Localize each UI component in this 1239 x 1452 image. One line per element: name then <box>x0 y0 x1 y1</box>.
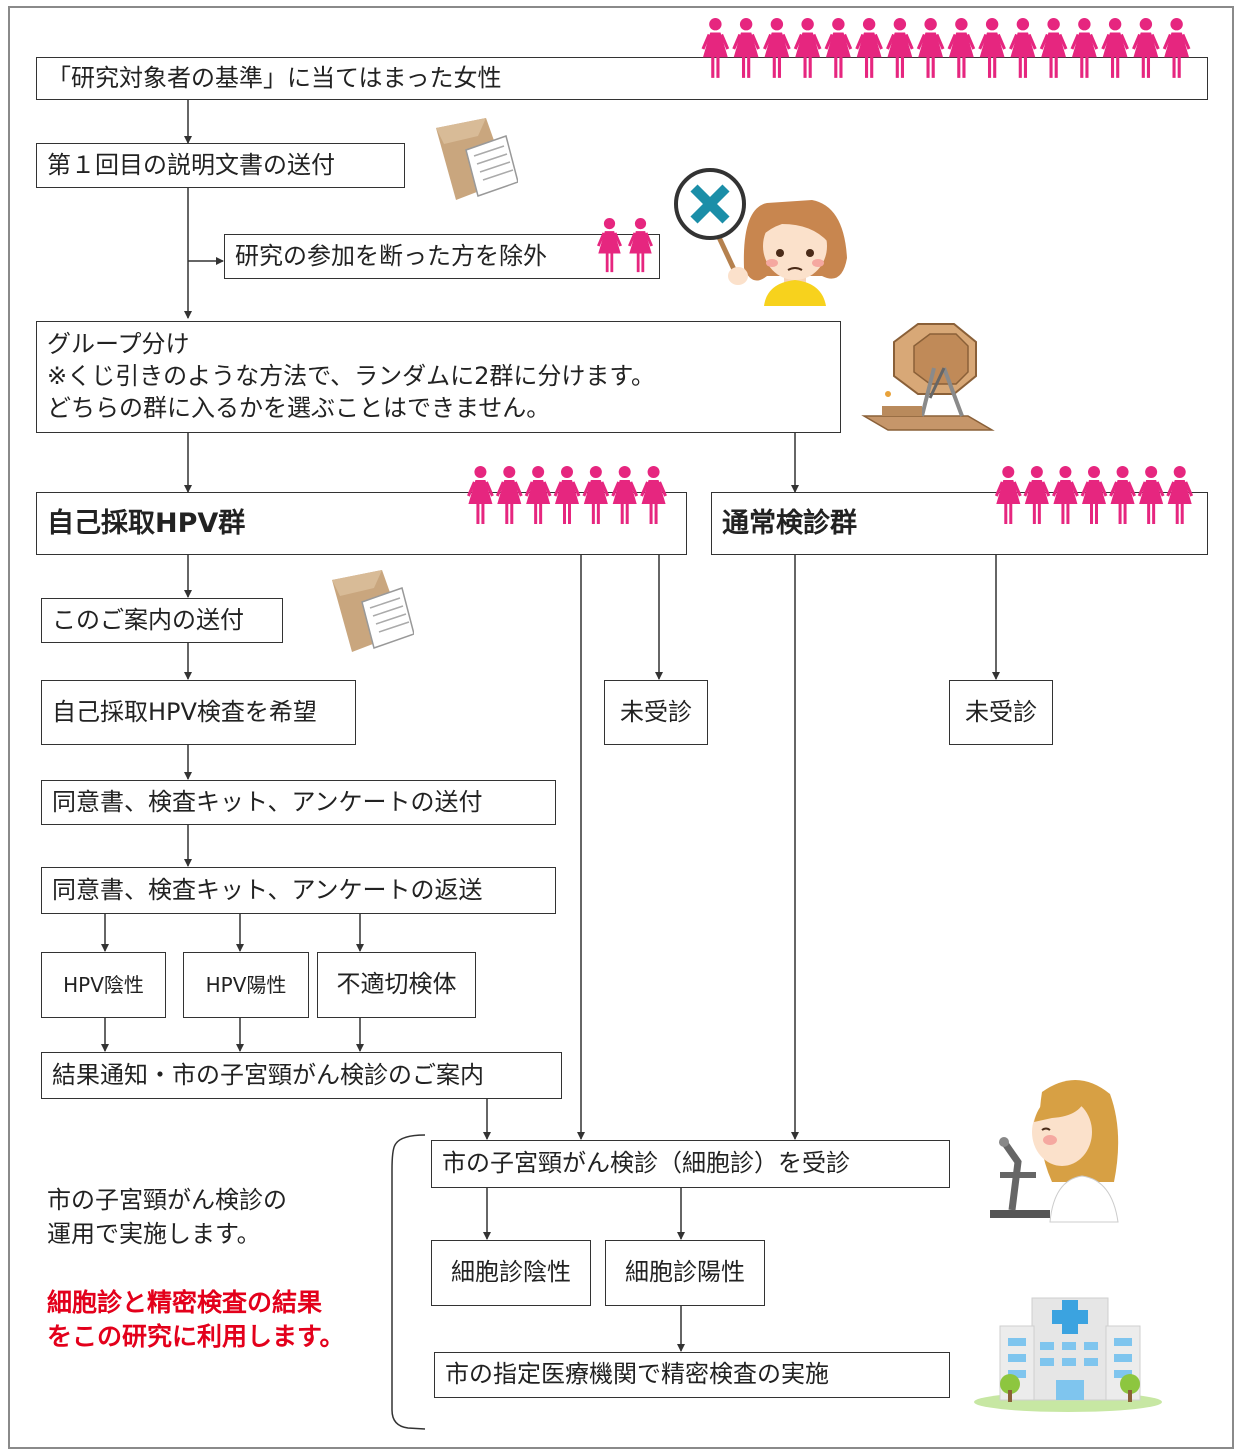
woman-icon <box>994 466 1022 524</box>
return-kit-box: 同意書、検査キット、アンケートの返送 <box>41 867 556 914</box>
woman-icon <box>553 466 581 524</box>
woman-icon <box>1132 18 1160 78</box>
woman-icon <box>582 466 610 524</box>
woman-icon <box>1101 18 1129 78</box>
woman-icon <box>793 18 822 78</box>
women-group-7-self <box>467 466 667 524</box>
first-document-box: 第１回目の説明文書の送付 <box>36 143 405 188</box>
woman-icon <box>1137 466 1165 524</box>
no-visit-box-2: 未受診 <box>949 680 1053 745</box>
grouping-line-3: どちらの群に入るかを選ぶことはできません。 <box>47 394 551 422</box>
woman-icon <box>1039 18 1068 78</box>
woman-icon <box>916 18 945 78</box>
envelope-document-icon-2 <box>332 570 414 652</box>
woman-icon <box>978 18 1006 78</box>
women-group-16 <box>701 18 1191 78</box>
usage-note-line-2: をこの研究に利用します。 <box>47 1322 345 1351</box>
usage-note-line-1: 細胞診と精密検査の結果 <box>47 1288 323 1317</box>
woman-icon <box>1070 18 1099 78</box>
woman-icon <box>732 18 760 78</box>
send-guide-box: このご案内の送付 <box>41 598 283 643</box>
lottery-drum-icon <box>861 323 995 431</box>
grouping-line-1: グループ分け <box>47 330 190 358</box>
woman-icon <box>824 18 853 78</box>
woman-icon <box>763 18 791 78</box>
improper-sample-box: 不適切検体 <box>317 952 476 1018</box>
cytology-positive-box: 細胞診陽性 <box>605 1240 765 1306</box>
woman-icon <box>597 218 622 273</box>
woman-icon <box>701 18 730 78</box>
send-kit-box: 同意書、検査キット、アンケートの送付 <box>41 780 556 825</box>
hpv-negative-box: HPV陰性 <box>41 952 166 1018</box>
detailed-exam-box: 市の指定医療機関で精密検査の実施 <box>434 1352 950 1398</box>
woman-icon <box>1109 466 1136 524</box>
woman-icon <box>947 18 976 78</box>
woman-icon <box>524 466 552 524</box>
woman-icon <box>1080 466 1108 524</box>
wish-test-box: 自己採取HPV検査を希望 <box>41 680 356 745</box>
woman-icon <box>1023 466 1051 524</box>
operation-note-line-1: 市の子宮頸がん検診の <box>47 1186 287 1214</box>
woman-icon <box>640 466 667 524</box>
woman-icon <box>886 18 914 78</box>
woman-icon <box>1052 466 1079 524</box>
women-group-7-normal <box>994 466 1194 524</box>
women-group-2 <box>597 218 653 273</box>
cytology-negative-box: 細胞診陰性 <box>431 1240 591 1306</box>
criteria-box: 「研究対象者の基準」に当てはまった女性 <box>36 57 1208 100</box>
woman-icon <box>1009 18 1037 78</box>
no-visit-box-1: 未受診 <box>604 680 708 745</box>
woman-icon <box>467 466 494 524</box>
doctor-microscope-icon <box>990 1079 1119 1223</box>
grouping-line-2: ※くじ引きのような方法で、ランダムに2群に分けます。 <box>47 362 656 390</box>
exclude-box: 研究の参加を断った方を除外 <box>224 234 660 279</box>
woman-icon <box>1162 18 1191 78</box>
envelope-document-icon <box>436 118 518 200</box>
woman-icon <box>1166 466 1194 524</box>
usage-note: 細胞診と精密検査の結果 をこの研究に利用します。 <box>47 1286 345 1354</box>
result-notice-box: 結果通知・市の子宮頸がん検診のご案内 <box>41 1052 562 1099</box>
hospital-icon <box>974 1297 1162 1412</box>
operation-note: 市の子宮頸がん検診の 運用で実施します。 <box>47 1183 287 1251</box>
grouping-box: グループ分け ※くじ引きのような方法で、ランダムに2群に分けます。 どちらの群に… <box>36 321 841 433</box>
operation-note-line-2: 運用で実施します。 <box>47 1220 261 1248</box>
woman-icon <box>855 18 883 78</box>
woman-icon <box>628 218 653 273</box>
woman-icon <box>611 466 639 524</box>
woman-holding-x-sign-icon <box>674 168 847 306</box>
diagram-frame <box>8 6 1234 1449</box>
hpv-positive-box: HPV陽性 <box>183 952 309 1018</box>
cytology-exam-box: 市の子宮頸がん検診（細胞診）を受診 <box>431 1140 950 1188</box>
woman-icon <box>495 466 523 524</box>
